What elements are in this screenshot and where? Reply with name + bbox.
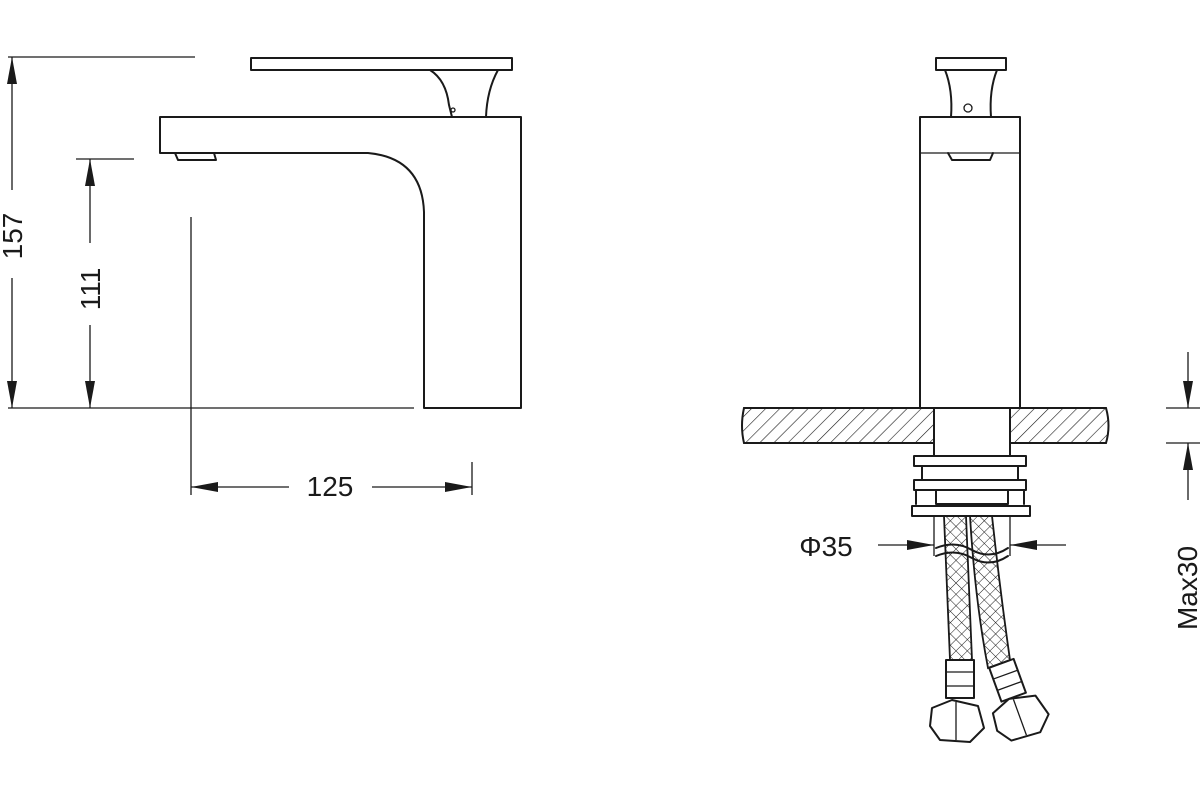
aerator xyxy=(174,152,217,161)
lever-handle xyxy=(250,57,513,118)
dimension-max-deck-thickness: Max30 xyxy=(1166,352,1200,630)
aerator-front xyxy=(947,152,994,161)
countertop-section xyxy=(741,407,1110,444)
shank xyxy=(933,407,1011,457)
dimension-spout-reach: 125 xyxy=(191,471,472,502)
side-view xyxy=(8,56,522,495)
spout-height-label: 111 xyxy=(75,268,106,311)
dimension-overall-height: 157 xyxy=(0,57,28,408)
dimension-shank-diameter: Φ35 xyxy=(799,516,1066,562)
overall-height-label: 157 xyxy=(0,213,28,260)
mounting-nut xyxy=(911,455,1031,517)
shank-diameter-label: Φ35 xyxy=(799,531,852,562)
max-deck-thickness-label: Max30 xyxy=(1172,546,1200,630)
spout-reach-label: 125 xyxy=(307,471,354,502)
dimension-spout-height: 111 xyxy=(75,159,106,408)
faucet-body-outline xyxy=(159,116,522,409)
hose-fittings xyxy=(929,657,1050,743)
handle-knob xyxy=(935,57,1007,118)
braided-hoses xyxy=(935,515,1011,670)
front-view xyxy=(741,57,1110,743)
